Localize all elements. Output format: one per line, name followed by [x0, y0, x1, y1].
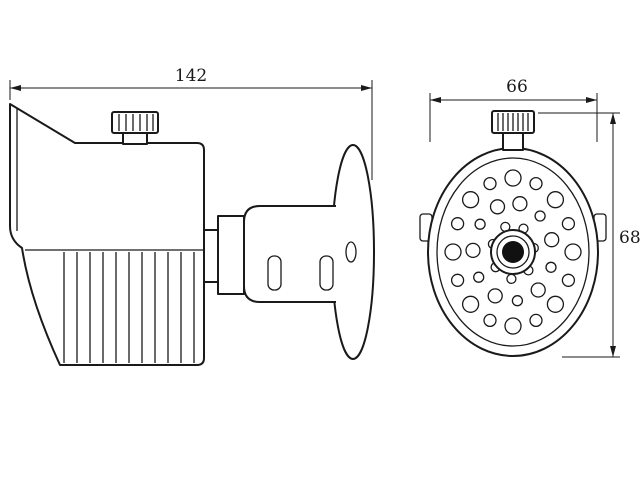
dimension-front-width: 66 — [429, 77, 598, 142]
arrowhead-right — [361, 85, 372, 91]
arrowhead-top — [610, 113, 616, 124]
ir-led — [473, 271, 485, 283]
ir-led — [489, 199, 506, 215]
arrowhead-left — [10, 85, 21, 91]
front-view — [419, 110, 607, 357]
thumbscrew-knurl — [118, 114, 154, 131]
bracket-arm — [243, 205, 336, 303]
thumbscrew-front — [491, 110, 535, 151]
arrowhead-bottom — [610, 346, 616, 357]
ir-led — [529, 176, 543, 191]
arrowhead-right — [586, 97, 597, 103]
ir-led — [530, 282, 546, 298]
lens-assembly — [490, 229, 536, 275]
ir-led — [474, 218, 486, 230]
ir-led — [529, 313, 543, 328]
ir-led — [544, 232, 560, 248]
ir-led — [450, 273, 465, 287]
cooling-fins — [63, 252, 195, 363]
ir-led — [561, 273, 576, 287]
side-view — [9, 103, 375, 366]
ir-led — [504, 317, 522, 335]
lens-aperture — [502, 241, 524, 263]
ir-led — [512, 196, 528, 212]
ir-led — [506, 273, 517, 285]
ir-led — [546, 295, 565, 313]
arm-slot-right — [319, 255, 334, 291]
ir-led — [461, 191, 480, 209]
ir-led — [546, 191, 565, 209]
ir-led — [461, 295, 480, 313]
arm-slot-left — [267, 255, 282, 291]
ir-led — [444, 243, 462, 261]
ir-led — [450, 217, 465, 231]
bracket-hinge — [217, 215, 245, 295]
ir-led — [511, 295, 524, 307]
ir-led — [545, 261, 557, 273]
arrowhead-left — [430, 97, 441, 103]
thumbscrew-side — [111, 111, 159, 145]
ir-led — [534, 210, 546, 222]
ir-led — [487, 288, 503, 304]
base-center-hole — [345, 241, 357, 263]
dimension-length: 142 — [9, 66, 373, 180]
ir-led — [504, 169, 522, 187]
dimensions: 142 66 68 — [9, 66, 640, 358]
front-width-dimension-label: 66 — [506, 77, 528, 97]
ir-led — [465, 242, 481, 259]
ir-led — [483, 313, 497, 328]
length-dimension-label: 142 — [175, 66, 207, 86]
thumbscrew-knurl — [497, 113, 529, 131]
thumbscrew-neck — [502, 132, 524, 151]
ir-led — [483, 176, 497, 191]
front-height-dimension-label: 68 — [619, 228, 640, 248]
ir-led — [561, 217, 576, 231]
ir-led — [564, 243, 582, 261]
lens-bezel — [496, 235, 530, 269]
dimension-front-height: 68 — [538, 112, 640, 358]
camera-body-hood — [9, 103, 205, 366]
